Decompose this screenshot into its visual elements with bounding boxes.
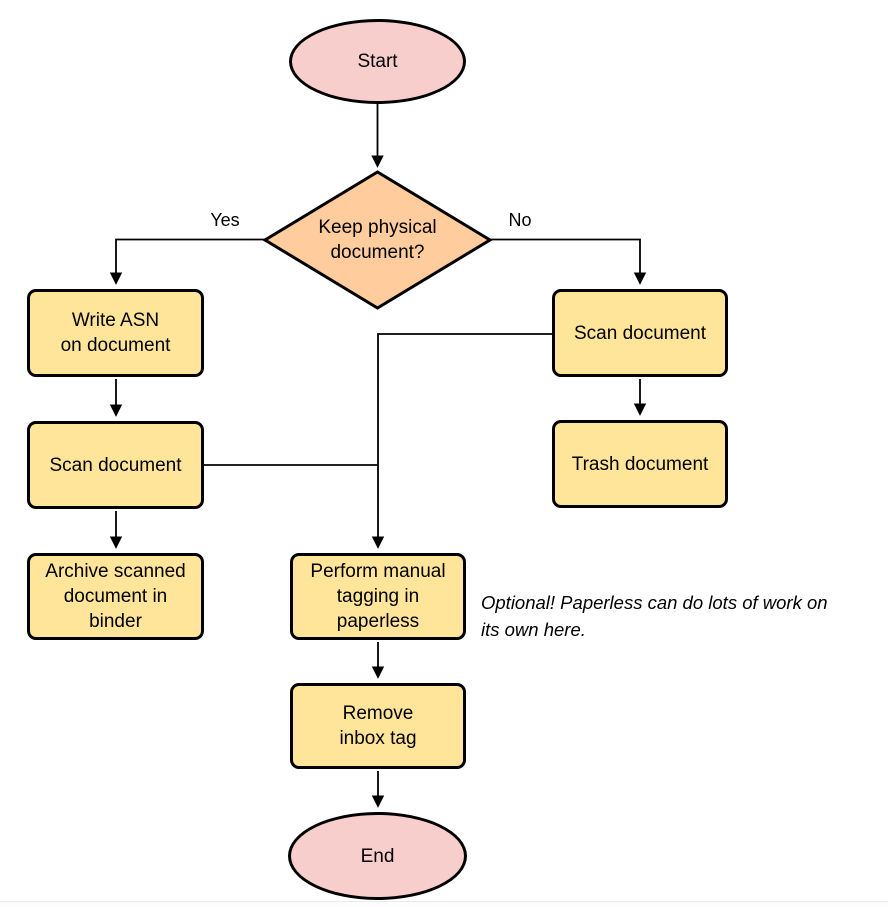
node-scan-document-left: Scan document	[27, 421, 204, 509]
node-end-label: End	[360, 845, 395, 867]
node-perform-tagging-label: Perform manual tagging in paperless	[310, 561, 446, 632]
edge-label-yes: Yes	[210, 210, 240, 230]
note-optional: Optional! Paperless can do lots of work …	[481, 592, 828, 640]
node-trash-document-label: Trash document	[571, 453, 709, 475]
node-write-asn: Write ASN on document	[27, 289, 204, 377]
edge-label-no: No	[508, 210, 532, 230]
node-scan-document-right: Scan document	[552, 289, 728, 377]
node-archive-scanned-label: Archive scanned document in binder	[45, 561, 186, 632]
node-start-label: Start	[357, 51, 398, 72]
node-perform-tagging: Perform manual tagging in paperless	[290, 553, 466, 640]
node-trash-document: Trash document	[552, 420, 728, 508]
node-end: End	[288, 812, 467, 900]
node-decision: Keep physical document?	[265, 172, 490, 308]
node-decision-label: Keep physical document?	[318, 217, 437, 263]
edge-decision-to-scan-right	[490, 238, 647, 285]
node-start: Start	[289, 19, 466, 104]
node-scan-document-left-label: Scan document	[49, 454, 182, 476]
node-scan-document-right-label: Scan document	[573, 322, 707, 344]
node-archive-scanned: Archive scanned document in binder	[27, 553, 204, 640]
decision-diamond-shape	[262, 170, 493, 310]
edge-decision-to-write-asn	[109, 238, 265, 285]
node-remove-inbox-tag: Remove inbox tag	[290, 683, 466, 769]
node-write-asn-label: Write ASN on document	[60, 310, 171, 356]
page-bottom-divider	[0, 901, 888, 907]
node-remove-inbox-tag-label: Remove inbox tag	[339, 703, 417, 749]
edge-scan-right-to-perform-tagging	[371, 333, 552, 549]
